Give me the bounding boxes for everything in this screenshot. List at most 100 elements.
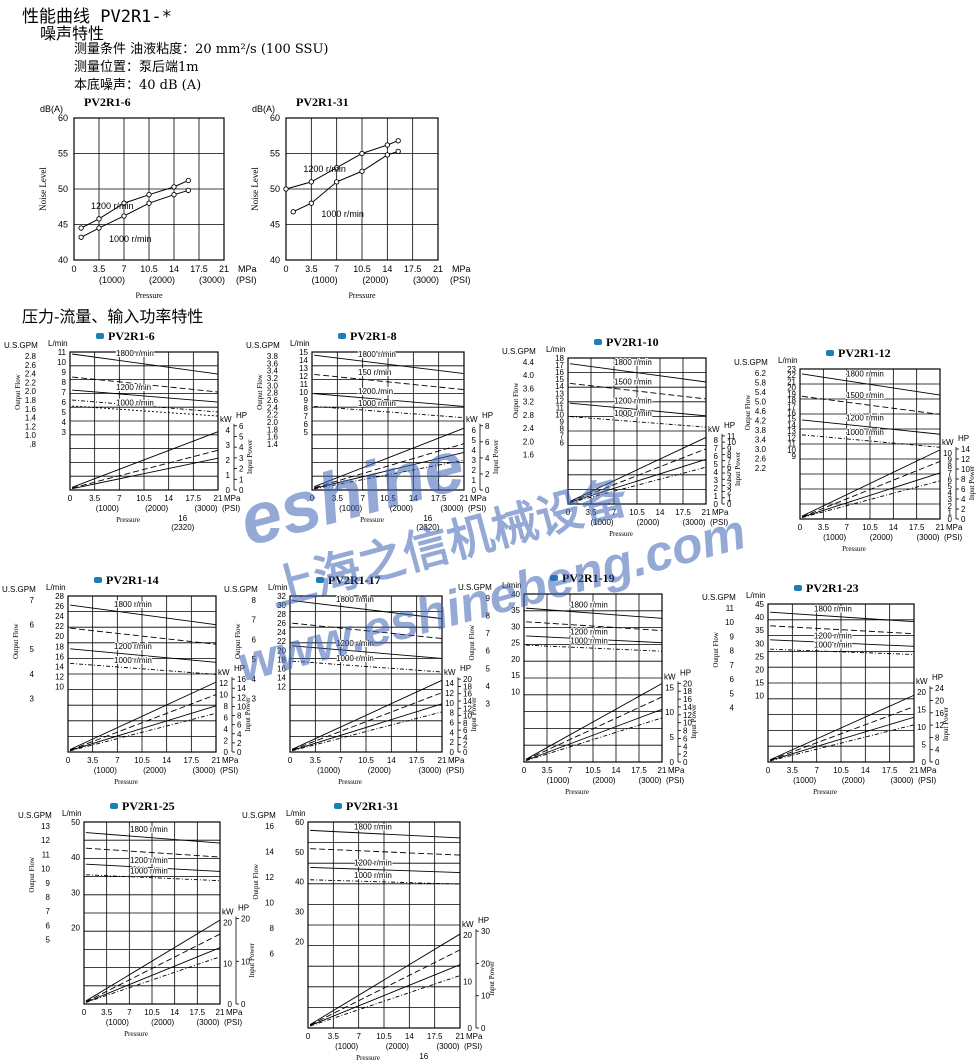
y-tick-label: 50 [270,184,280,194]
x-psi-label: (1000) [335,1042,358,1051]
x-tick-label: 0 [522,766,527,775]
hp-tick: 0 [485,486,490,495]
kw-tick: 0 [226,486,231,495]
y-lmin-unit: L/min [502,581,522,590]
speed-label: 1800 r/min [614,358,652,367]
power-line [72,449,219,489]
flow-lmin-tick: 16 [555,368,564,377]
flow-line [525,621,663,631]
chart-title: PV2R1-10 [606,335,659,349]
x-tick-label: 21 [433,264,443,274]
pressure-flow-section-heading: 压力-流量、输入功率特性 [22,307,204,326]
y-unit-label: dB(A) [252,104,275,114]
x-psi-label: (3000) [194,504,217,513]
kw-tick: 2 [226,456,231,465]
y-axis-label: Output Flow [12,623,20,660]
hp-tick: 11 [727,432,736,441]
kw-tick: 8 [450,709,455,718]
x-unit-label: MPa [466,1032,483,1041]
hp-tick: 8 [935,733,940,742]
x-extra-tick: 16 [423,514,432,523]
x-unit-label: MPa [668,766,685,775]
chart-grid [311,351,465,491]
y-gpm-unit: U.S.GPM [502,347,536,356]
x-unit2-label: (PSI) [236,275,257,285]
flow-lmin-tick: 5 [62,408,67,417]
flow-line [801,373,941,396]
flow-lmin-tick: 13 [555,389,564,398]
flow-line [72,399,219,413]
x-axis-label: Pressure [135,291,163,300]
x-psi-label: (3000) [418,766,441,775]
kw-tick: 2 [948,502,953,511]
flow-lmin-tick: 15 [299,348,308,357]
hp-tick: 4 [239,443,244,452]
speed-label: 1200 /min [358,387,393,396]
x-unit-label: MPa [224,494,241,503]
flow-gpm-tick: 5 [252,655,257,664]
flow-lmin-tick: 7 [560,432,565,441]
x-psi-label: (2000) [592,776,615,785]
flow-gpm-tick: 5 [486,664,491,673]
data-point [395,148,401,155]
flow-lmin-tick: 23 [787,365,796,374]
x-tick-label: 21 [460,494,469,503]
kw-tick: 2 [472,466,477,475]
flow-line [314,393,465,407]
power-line [801,460,941,518]
speed-label: 1200 r/min [130,856,168,865]
flow-lmin-tick: 16 [787,409,796,418]
kw-unit: kW [942,438,954,447]
flow-gpm-tick: 2.6 [755,455,767,464]
power-line [314,452,465,489]
x-tick-label: 14 [409,494,418,503]
hp-tick: 6 [485,438,490,447]
x-tick-label: 14 [169,264,179,274]
x-unit-label: MPa [238,264,257,274]
hp-tick: 0 [961,515,966,524]
kw-tick: 4 [948,489,953,498]
speed-label: 1000 r/min [614,409,652,418]
x-psi-label: (3000) [916,533,939,542]
flow-gpm-tick: 1.4 [267,440,279,449]
x-tick-label: 21 [438,756,447,765]
chart-grid [289,595,443,753]
x-psi-label: (1000) [94,766,117,775]
x-tick-label: 3.5 [328,1032,340,1041]
power-line [71,431,219,488]
x-tick-label: 21 [219,264,229,274]
flow-lmin-tick: 12 [55,672,64,681]
x-unit-label: MPa [946,523,963,532]
flow-gpm-tick: 1.6 [25,405,37,414]
y-gpm-unit: U.S.GPM [242,811,276,820]
flow-lmin-tick: 6 [560,439,565,448]
x-tick-label: 14 [382,264,392,274]
kw-tick: 10 [917,723,926,732]
data-point [96,216,102,222]
x-psi-label: (1000) [823,533,846,542]
hp-tick: 6 [961,485,966,494]
flow-lmin-tick: 26 [277,619,286,628]
y-tick-label: 55 [58,149,68,159]
power-line [291,679,443,750]
hp-tick: 0 [683,758,688,767]
y-tick-label: 60 [270,113,280,123]
hp-tick: 1 [727,494,732,503]
kw-tick: 3 [226,441,231,450]
chart-grid [285,117,439,261]
flow-gpm-tick: 2.8 [267,389,279,398]
x-psi-label: (1000) [317,766,340,775]
flow-gpm-tick: 2.4 [523,424,535,433]
series-label: 1200 r/min [303,164,346,174]
x-tick-label: 10.5 [833,766,849,775]
y2-axis-label: Input Power [690,704,698,739]
series-label: 1000 r/min [321,209,364,219]
flow-gpm-tick: 16 [265,822,274,831]
x-tick-label: 0 [71,264,76,274]
hp-tick: 0 [239,486,244,495]
power-line [85,947,221,1003]
